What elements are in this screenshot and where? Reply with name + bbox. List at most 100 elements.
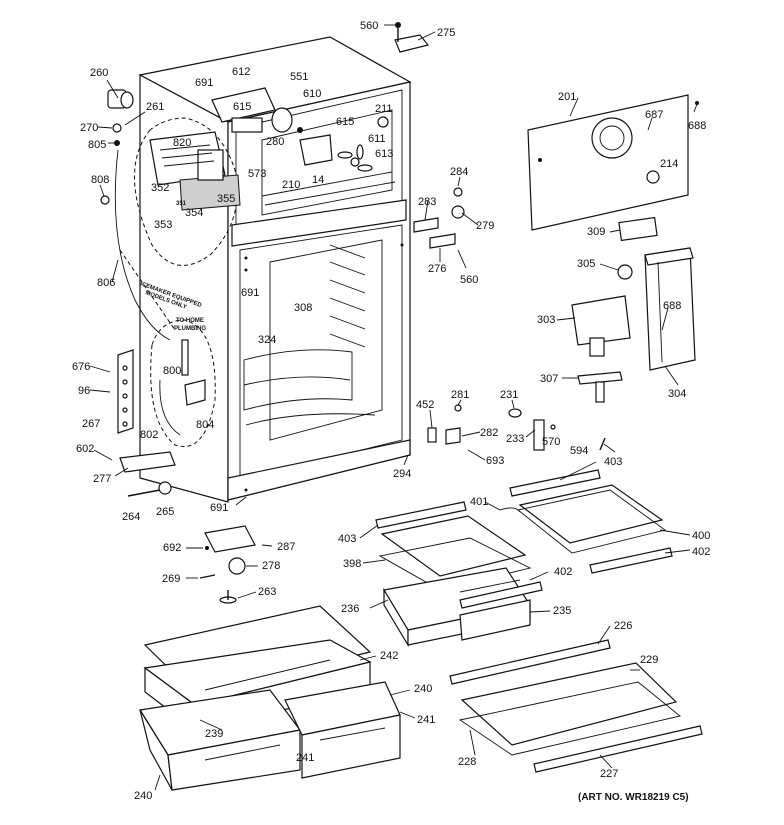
- callout: 263: [258, 586, 276, 598]
- callout: 308: [294, 302, 312, 314]
- shelf-398: [380, 515, 527, 577]
- callout: 242: [380, 650, 398, 662]
- callout: 351: [176, 201, 187, 207]
- callout: 808: [91, 174, 109, 186]
- fan-blade-icon: [337, 144, 373, 172]
- callout: 228: [458, 756, 476, 768]
- callout: 352: [151, 182, 169, 194]
- control-housing: [644, 247, 696, 371]
- callout: 401: [470, 496, 488, 508]
- callout-labels: 560 275 260 612 691 551 610 261 615 211 …: [72, 20, 710, 802]
- top-hinge-and-controls: [211, 22, 430, 172]
- callout: 304: [668, 388, 686, 400]
- callout: 280: [266, 136, 284, 148]
- cabinet-shell: [138, 36, 412, 503]
- callout: 279: [476, 220, 494, 232]
- callout: 211: [375, 103, 393, 115]
- callout: 307: [540, 373, 558, 385]
- leader-lines: [89, 24, 698, 791]
- callout: 265: [156, 506, 174, 518]
- callout: 691: [241, 287, 259, 299]
- part-452: [427, 427, 437, 443]
- callout: 820: [173, 137, 191, 149]
- callout: 240: [414, 683, 432, 695]
- callout: 615: [233, 101, 251, 113]
- callout: 14: [312, 174, 324, 186]
- callout: 570: [542, 436, 560, 448]
- callout: 267: [82, 418, 100, 430]
- callout: 560: [360, 20, 378, 32]
- callout: 287: [277, 541, 295, 553]
- callout: 241: [296, 752, 314, 764]
- knob-305: [617, 264, 633, 280]
- bracket-267: [117, 349, 134, 434]
- callout: 227: [600, 768, 618, 780]
- callout: 276: [428, 263, 446, 275]
- callout: 231: [500, 389, 518, 401]
- callout: 236: [341, 603, 359, 615]
- callout: 284: [450, 166, 468, 178]
- callout: 226: [614, 620, 632, 632]
- callout: 303: [537, 314, 555, 326]
- callout: 233: [506, 433, 524, 445]
- callout: 210: [282, 179, 300, 191]
- part-281: [454, 404, 462, 412]
- callout: 278: [262, 560, 280, 572]
- shelf-400: [518, 484, 664, 544]
- callout: 692: [163, 542, 181, 554]
- callout: 354: [185, 207, 203, 219]
- callout: 305: [577, 258, 595, 270]
- callout: 261: [146, 101, 164, 113]
- housing-303: [571, 295, 631, 346]
- rail-402-right: [589, 547, 673, 574]
- callout: 270: [80, 122, 98, 134]
- bracket-307: [577, 371, 623, 385]
- callout: 693: [486, 455, 504, 467]
- callout: 214: [660, 158, 678, 170]
- callout: 324: [258, 334, 276, 346]
- callout: 551: [290, 71, 308, 83]
- art-number: (ART NO. WR18219 C5): [578, 792, 689, 803]
- callout: 687: [645, 109, 663, 121]
- callout: 688: [688, 120, 706, 132]
- callout: 804: [196, 419, 214, 431]
- callout: 275: [437, 27, 455, 39]
- callout: 402: [692, 546, 710, 558]
- callout: 452: [416, 399, 434, 411]
- rail-226: [449, 639, 611, 685]
- part-233: [533, 419, 545, 451]
- callout: 309: [587, 226, 605, 238]
- icemaker-assembly: [149, 131, 241, 211]
- callout: 688: [663, 300, 681, 312]
- callout: 613: [375, 148, 393, 160]
- callout: 573: [248, 168, 266, 180]
- callout: 355: [217, 193, 235, 205]
- callout: 282: [480, 427, 498, 439]
- callout: 610: [303, 88, 321, 100]
- callout: 294: [393, 468, 411, 480]
- label-309: [618, 216, 658, 242]
- callout: 800: [163, 365, 181, 377]
- part-282: [445, 427, 461, 445]
- callout: 806: [97, 277, 115, 289]
- callout: 602: [76, 443, 94, 455]
- callout: 239: [205, 728, 223, 740]
- callout: 96: [78, 385, 90, 397]
- rail-227: [533, 725, 703, 773]
- bottom-hinge-277: [119, 451, 176, 473]
- callout: 201: [558, 91, 576, 103]
- callout: 269: [162, 573, 180, 585]
- callout: 560: [460, 274, 478, 286]
- callout: 353: [154, 219, 172, 231]
- callout: 235: [553, 605, 571, 617]
- callout: 403: [338, 533, 356, 545]
- callout: 802: [140, 429, 158, 441]
- callout: 283: [418, 196, 436, 208]
- shelf-401-edge: [499, 507, 521, 513]
- water-fill-assembly: [159, 339, 206, 436]
- shelf-229: [460, 662, 678, 746]
- callout: 260: [90, 67, 108, 79]
- roller-278: [228, 557, 246, 575]
- callout: 594: [570, 445, 588, 457]
